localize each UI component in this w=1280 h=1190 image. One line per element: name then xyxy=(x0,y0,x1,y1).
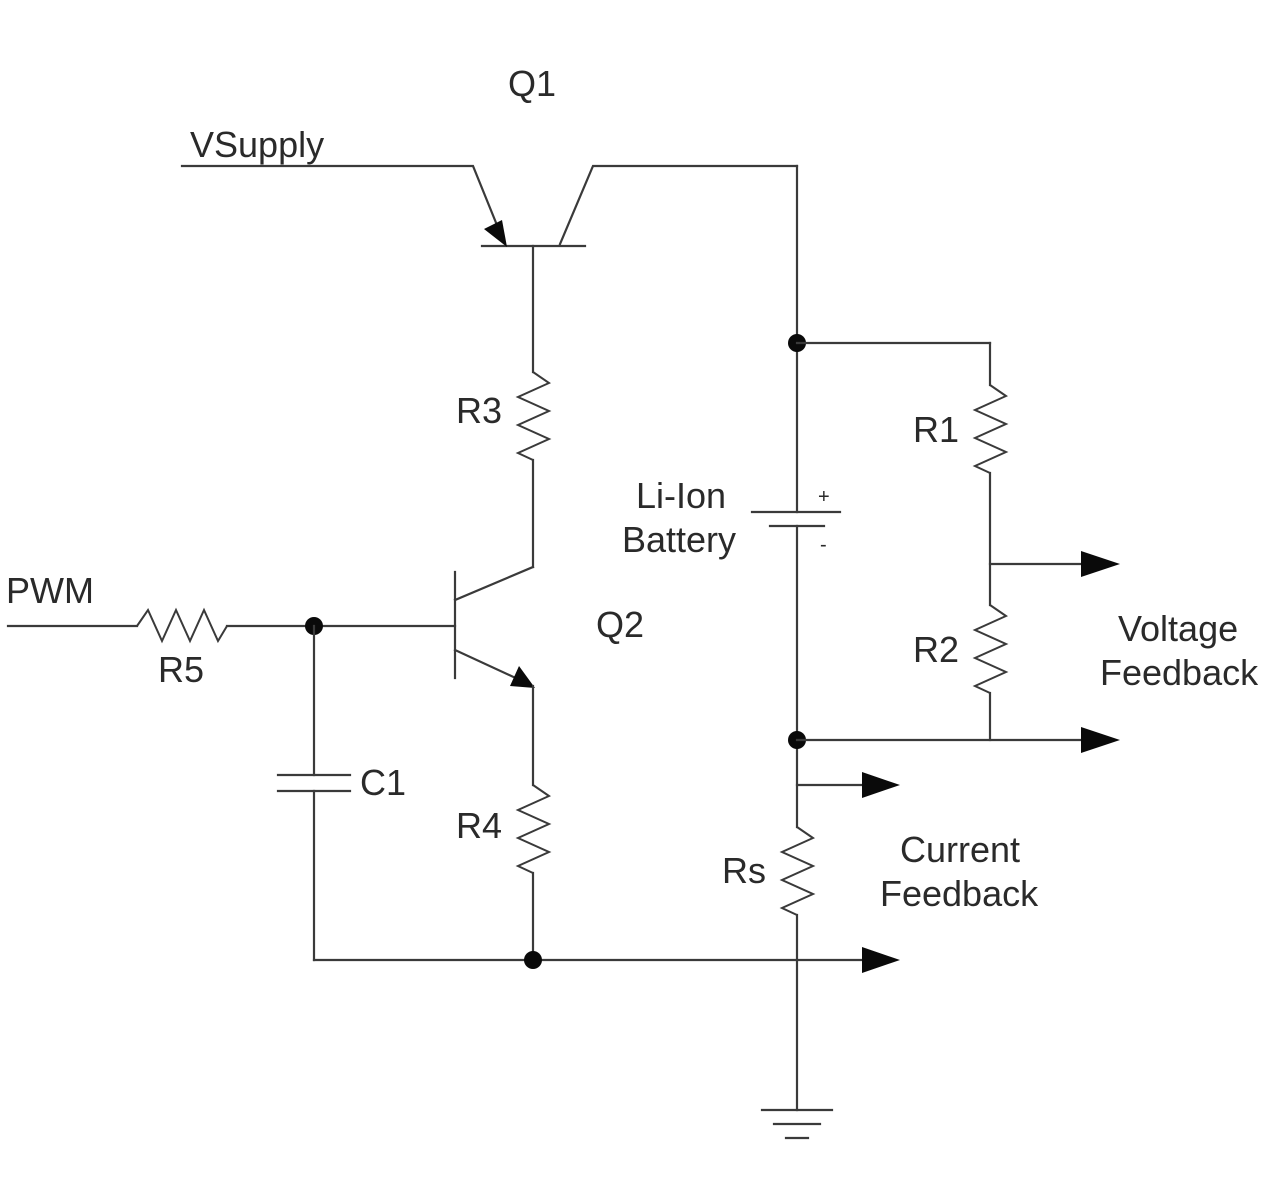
q1-label: Q1 xyxy=(508,63,556,104)
resistor-r1 xyxy=(972,384,1009,474)
current-feedback-label-line2: Feedback xyxy=(880,873,1039,914)
r4-label: R4 xyxy=(456,805,502,846)
resistor-r3 xyxy=(515,371,552,461)
vsupply-label: VSupply xyxy=(190,124,324,165)
transistor-q2 xyxy=(453,565,535,688)
transistor-q1 xyxy=(180,164,799,248)
voltage-feedback-label-line2: Feedback xyxy=(1100,652,1259,693)
q1-collector-lead xyxy=(558,164,799,246)
r2-label: R2 xyxy=(913,629,959,670)
voltage-feedback-label-line1: Voltage xyxy=(1118,608,1238,649)
pwm-label: PWM xyxy=(6,570,94,611)
battery-minus-sign: - xyxy=(820,534,827,556)
q1-emitter-arrow xyxy=(484,220,507,247)
vsupply-wire xyxy=(180,164,505,242)
bottom-output-arrow xyxy=(862,947,900,973)
r5-label: R5 xyxy=(158,649,204,690)
r1-label: R1 xyxy=(913,409,959,450)
current-feedback-label-line1: Current xyxy=(900,829,1020,870)
voltage-feedback-arrow xyxy=(1081,551,1120,577)
q2-emitter-arrow xyxy=(510,666,535,688)
junction-bottom xyxy=(524,951,542,969)
resistor-r4 xyxy=(515,784,552,874)
battery-label-line1: Li-Ion xyxy=(636,475,726,516)
q2-collector-lead xyxy=(453,565,535,602)
current-feedback-arrow xyxy=(862,772,900,798)
resistor-r2 xyxy=(972,604,1009,694)
q2-label: Q2 xyxy=(596,604,644,645)
resistor-rs xyxy=(779,826,816,916)
resistor-r5 xyxy=(136,607,228,644)
ground-icon xyxy=(760,1108,834,1140)
q2-emitter-lead xyxy=(453,648,522,682)
rs-label: Rs xyxy=(722,850,766,891)
battery-label-line2: Battery xyxy=(622,519,736,560)
c1-label: C1 xyxy=(360,762,406,803)
r3-label: R3 xyxy=(456,390,502,431)
battery-plus-sign: + xyxy=(818,486,830,508)
battery-negative-arrow xyxy=(1081,727,1120,753)
